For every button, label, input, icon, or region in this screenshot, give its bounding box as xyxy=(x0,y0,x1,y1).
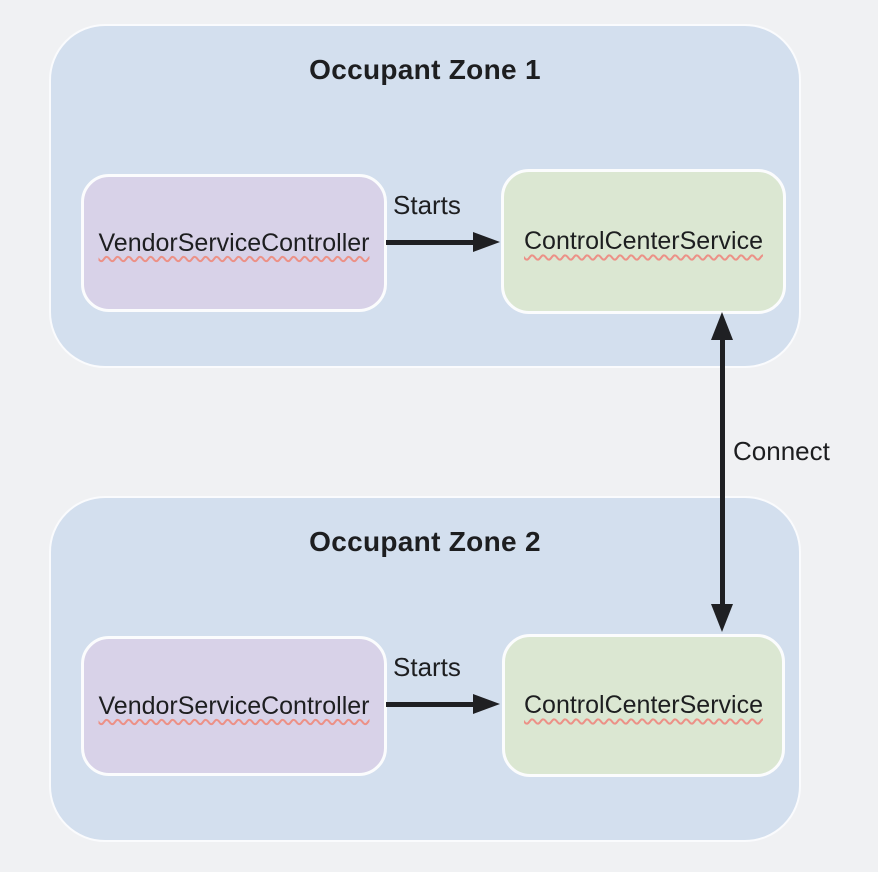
vendor-service-controller-label-zone2: VendorServiceController xyxy=(98,691,370,720)
arrowhead-up-icon xyxy=(711,312,733,340)
connect-edge-label: Connect xyxy=(733,436,830,466)
control-center-service-label-zone1: ControlCenterService xyxy=(524,227,763,255)
starts-edge-label-zone1: Starts xyxy=(393,190,461,220)
starts-arrow-line-zone1 xyxy=(386,240,474,245)
control-center-service-label-zone2: ControlCenterService xyxy=(524,691,763,719)
arrowhead-right-icon xyxy=(473,232,500,252)
control-center-service-node-zone2: ControlCenterService xyxy=(502,634,785,777)
zone-2-title: Occupant Zone 2 xyxy=(309,526,541,557)
arrowhead-right-icon xyxy=(473,694,500,714)
occupant-zone-2: Occupant Zone 2 VendorServiceController … xyxy=(49,496,801,842)
control-center-service-node-zone1: ControlCenterService xyxy=(501,169,786,314)
starts-arrow-line-zone2 xyxy=(386,702,474,707)
starts-edge-label-zone2: Starts xyxy=(393,652,461,682)
vendor-service-controller-node-zone2: VendorServiceController xyxy=(81,636,387,776)
vendor-service-controller-label-zone1: VendorServiceController xyxy=(98,228,370,257)
occupant-zone-1: Occupant Zone 1 VendorServiceController … xyxy=(49,24,801,368)
vendor-service-controller-node-zone1: VendorServiceController xyxy=(81,174,387,312)
zone-1-title: Occupant Zone 1 xyxy=(309,54,541,85)
arrowhead-down-icon xyxy=(711,604,733,632)
connect-arrow-line xyxy=(720,334,725,608)
